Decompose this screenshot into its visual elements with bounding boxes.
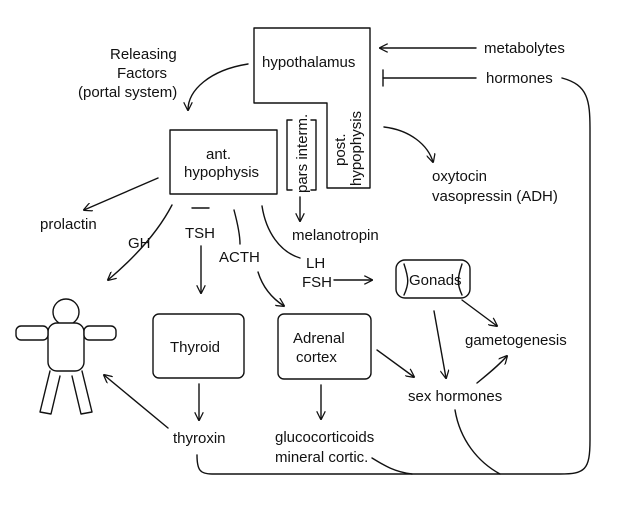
gonads-label: Gonads [409,272,462,289]
gonads-box [395,259,471,299]
thyroid-label: Thyroid [170,339,220,356]
sexhorm-gameto-arrow [476,356,507,384]
ant-hypophysis-label-1: ant. [206,146,231,163]
gametogenesis-label: gametogenesis [465,332,567,349]
ant-hypophysis-box [169,129,278,195]
pars-interm-bracket-right [310,119,317,191]
prolactin-arrow [84,177,159,210]
gonads-gameto-arrow [461,299,497,326]
adrenal-sexhorm-arrow [376,349,414,377]
thyroxin-body-arrow [104,375,169,429]
releasing-arrow [188,63,249,110]
gonads-sexhorm-arrow [433,310,446,378]
post-hypophysis-arrow [383,126,433,162]
post-hypophysis-label: post. hypophysis [332,111,365,186]
hypothalamus-label: hypothalamus [262,54,355,71]
thyroxin-label: thyroxin [173,430,226,447]
gh-arrow [108,204,173,280]
lhfsh-line [261,205,301,259]
feedback-loop-line [196,77,591,475]
ant-hypophysis-label-2: hypophysis [184,164,259,181]
releasing-label-3: (portal system) [78,84,177,101]
mineral-cortic-label: mineral cortic. [275,449,368,466]
oxytocin-label: oxytocin [432,168,487,185]
fsh-label: FSH [302,274,332,291]
feedback-mineral-join [371,457,413,475]
adrenal-label-1: Adrenal [293,330,345,347]
acth-arrow [257,271,284,306]
pars-interm-label: pars interm. [294,114,311,193]
glucocorticoids-label: glucocorticoids [275,429,374,446]
vasopressin-label: vasopressin (ADH) [432,188,558,205]
thyroid-box [152,313,245,379]
releasing-label-2: Factors [117,65,167,82]
svg-text:hypophysis: hypophysis [348,111,365,186]
acth-label: ACTH [219,249,260,266]
sex-hormones-label: sex hormones [408,388,502,405]
melanotropin-label: melanotropin [292,227,379,244]
hormones-label: hormones [486,70,553,87]
hypothalamus-box [253,27,371,189]
releasing-label-1: Releasing [110,46,177,63]
tsh-label: TSH [185,225,215,242]
metabolytes-label: metabolytes [484,40,565,57]
svg-text:post.: post. [332,133,349,166]
adrenal-label-2: cortex [296,349,337,366]
gonads-notch-left [403,263,409,296]
human-body-icon [15,298,117,415]
lh-label: LH [306,255,325,272]
acth-line [233,209,241,245]
prolactin-label: prolactin [40,216,97,233]
adrenal-box [277,313,372,380]
pars-interm-bracket-left [286,119,293,191]
gonads-notch-right [457,263,463,296]
gh-label: GH [128,235,151,252]
feedback-sexhorm-join [454,409,501,475]
